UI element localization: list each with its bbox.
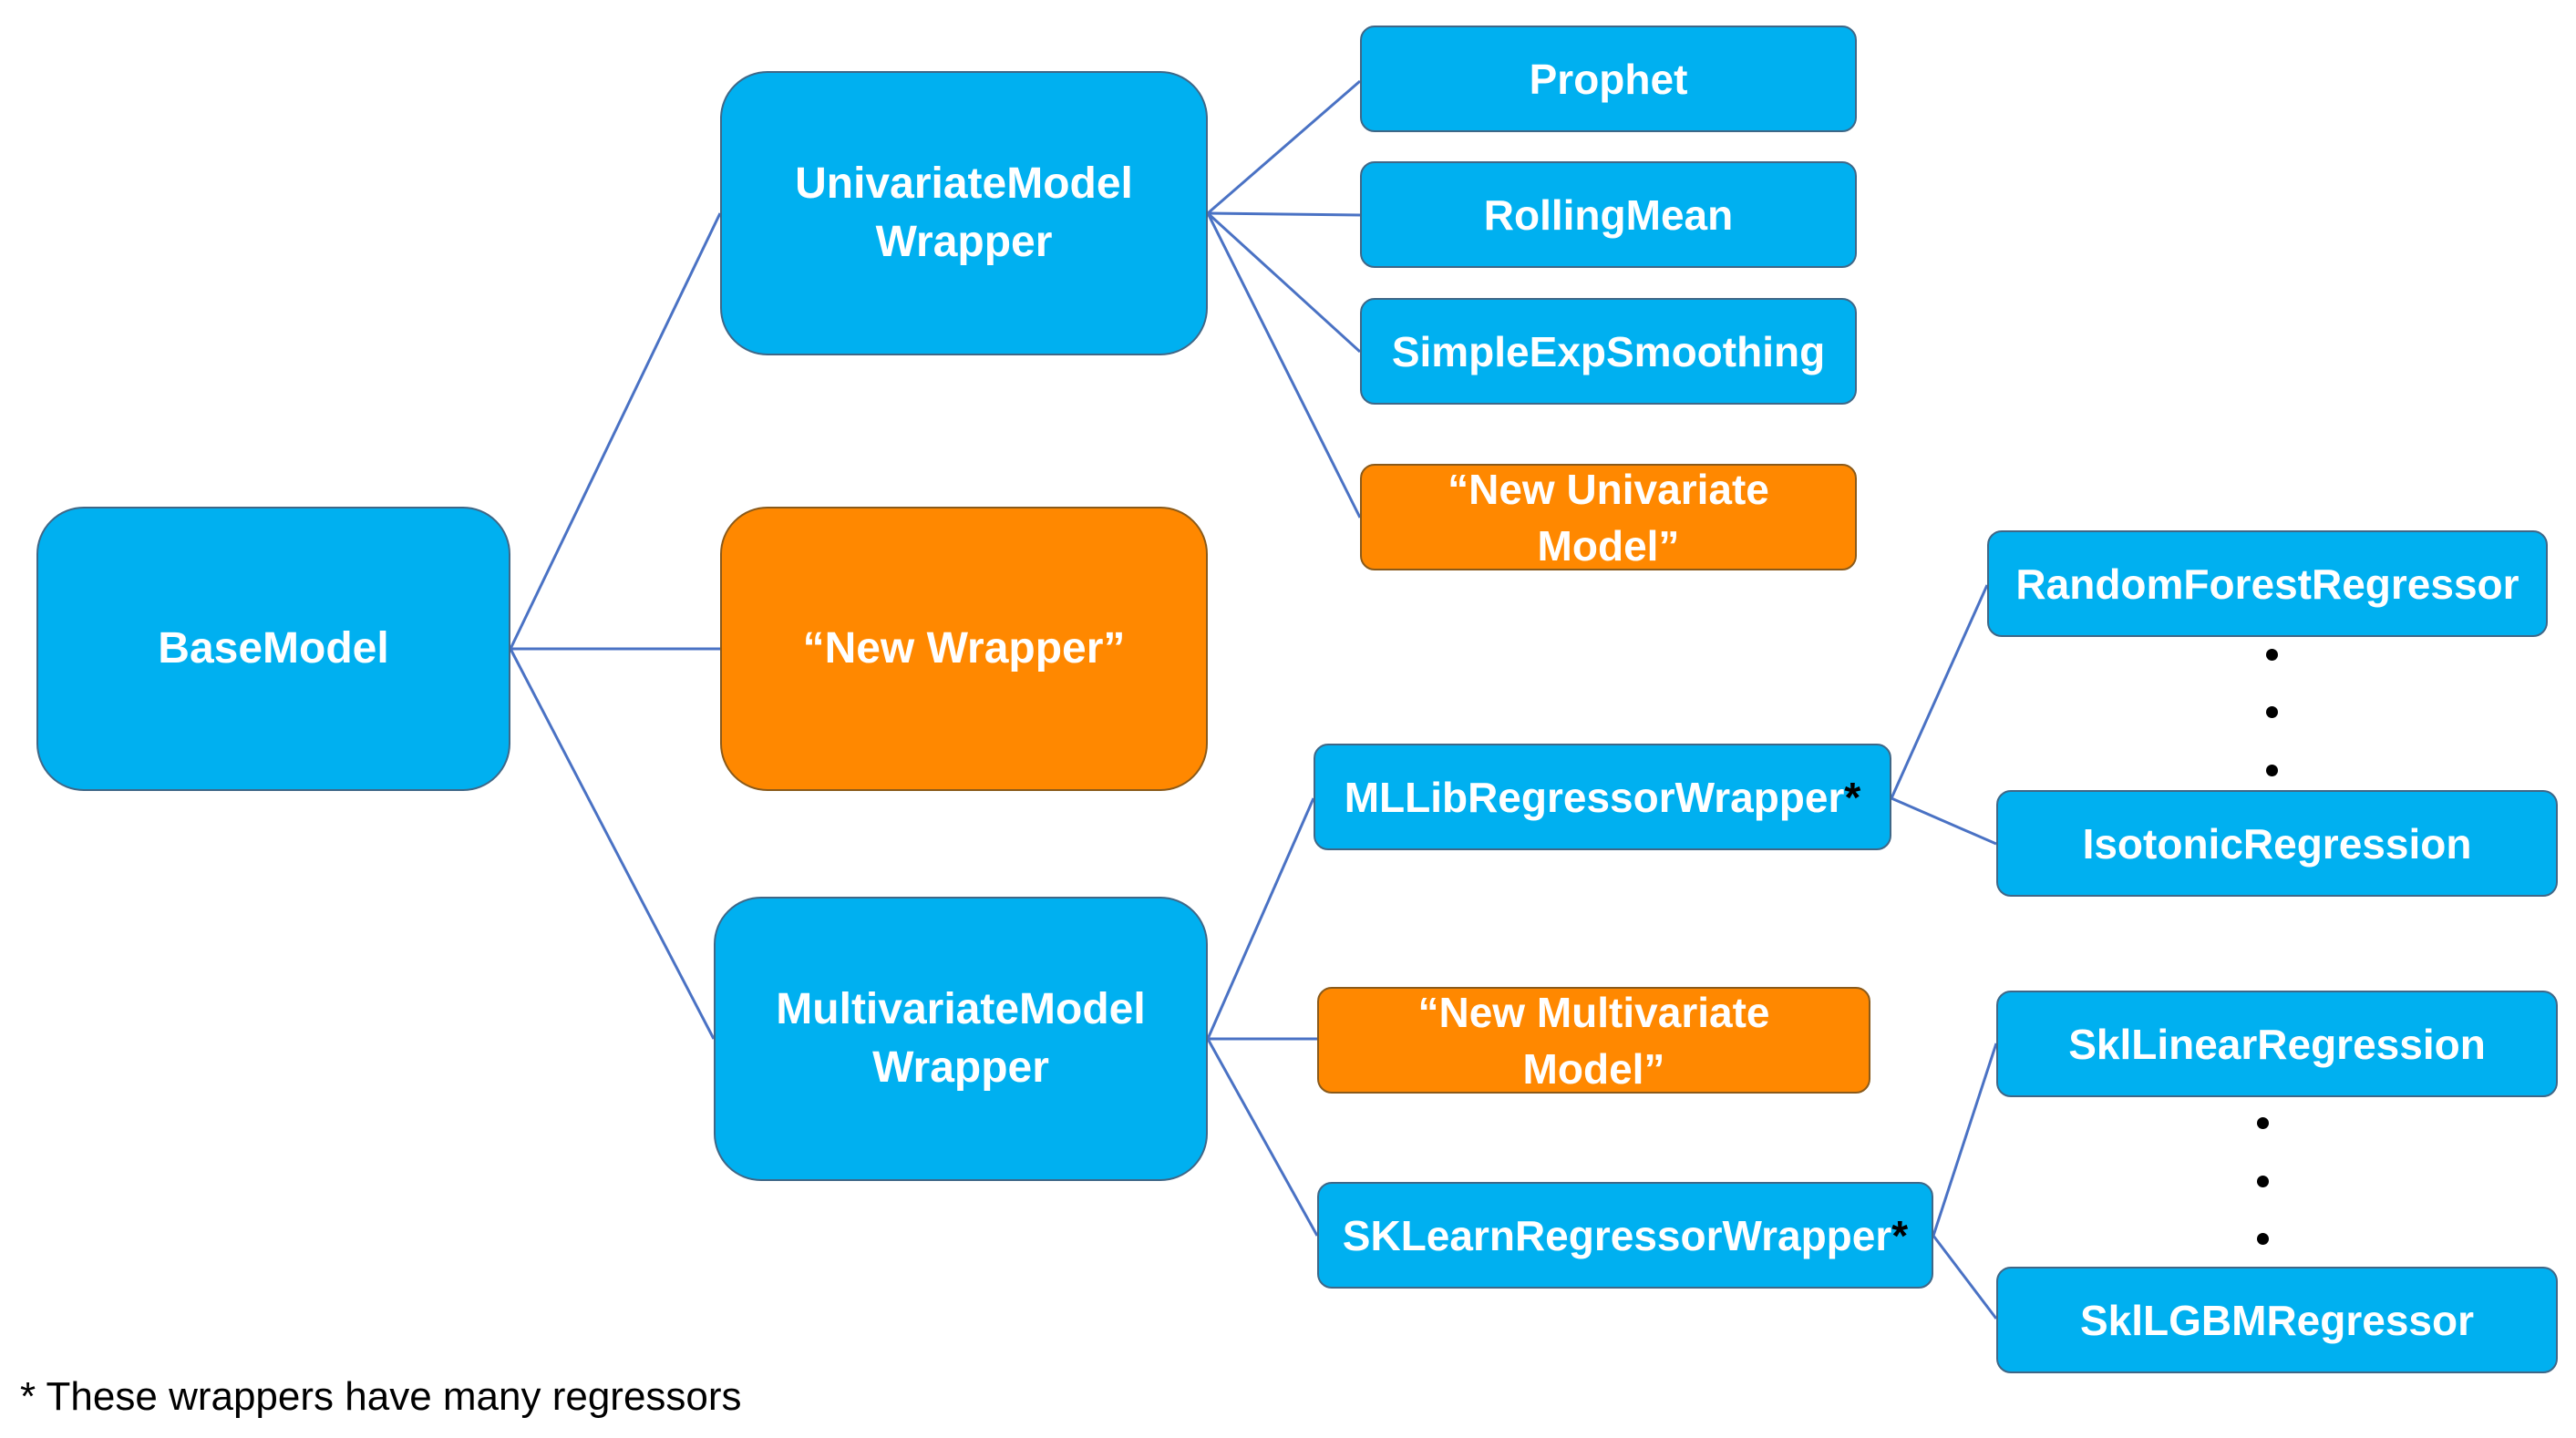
node-label: MultivariateModel Wrapper [776,985,1146,1092]
node-label: “New Univariate Model” [1448,465,1769,570]
footnote: * These wrappers have many regressors [20,1374,742,1419]
edge-univariate-rollingmean [1207,211,1361,217]
node-multivariate-model-wrapper: MultivariateModel Wrapper [714,897,1208,1181]
node-new-multivariate-model: “New Multivariate Model” [1317,987,1870,1094]
ellipsis-dot [2266,649,2278,661]
node-label: SKLearnRegressorWrapper [1342,1211,1892,1259]
edge-multivariate-sklearn [1206,1038,1319,1237]
node-label: “New Multivariate Model” [1417,988,1770,1093]
edge-base-multivariate [509,648,716,1040]
wrapper-marker: * [1844,773,1861,821]
node-prophet: Prophet [1360,26,1857,132]
edge-mllib-randomforest [1890,584,1989,799]
node-label: SklLinearRegression [2068,1020,2486,1068]
edge-sklearn-skllinear [1932,1043,1998,1237]
node-isotonic-regression: IsotonicRegression [1996,790,2558,897]
ellipsis-dot [2257,1117,2269,1129]
node-univariate-model-wrapper: UnivariateModel Wrapper [720,71,1208,355]
node-random-forest-regressor: RandomForestRegressor [1987,530,2548,637]
ellipsis-dot [2257,1176,2269,1187]
node-label: UnivariateModel Wrapper [795,159,1133,266]
node-skl-lgbm-regressor: SklLGBMRegressor [1996,1267,2558,1373]
ellipsis-dot [2266,706,2278,718]
edge-multivariate-mllib [1206,797,1315,1040]
edge-base-univariate [509,212,722,650]
node-label: SklLGBMRegressor [2079,1296,2474,1344]
node-label: Prophet [1529,55,1688,103]
node-new-univariate-model: “New Univariate Model” [1360,464,1857,570]
node-label: RollingMean [1483,190,1734,239]
wrapper-marker: * [1891,1211,1909,1259]
node-label: SimpleExpSmoothing [1391,327,1826,375]
edge-univariate-prophet [1207,79,1361,215]
node-label: RandomForestRegressor [2015,560,2519,608]
node-label: IsotonicRegression [2082,819,2472,868]
ellipsis-dot [2266,765,2278,776]
edge-univariate-newunivariate [1206,212,1362,519]
node-base-model: BaseModel [36,507,510,791]
node-skl-linear-regression: SklLinearRegression [1996,991,2558,1097]
node-label: MLLibRegressorWrapper [1344,773,1845,821]
node-rolling-mean: RollingMean [1360,161,1857,268]
edge-univariate-simpleexp [1206,211,1362,354]
node-mllib-regressor-wrapper: MLLibRegressorWrapper* [1314,744,1891,850]
node-sklearn-regressor-wrapper: SKLearnRegressorWrapper* [1317,1182,1933,1289]
node-label: BaseModel [158,624,389,673]
node-label: “New Wrapper” [802,624,1126,673]
node-new-wrapper: “New Wrapper” [720,507,1208,791]
node-simple-exp-smoothing: SimpleExpSmoothing [1360,298,1857,405]
edge-sklearn-skllgbm [1932,1235,1998,1320]
ellipsis-dot [2257,1233,2269,1245]
edge-mllib-isotonic [1891,796,1997,846]
